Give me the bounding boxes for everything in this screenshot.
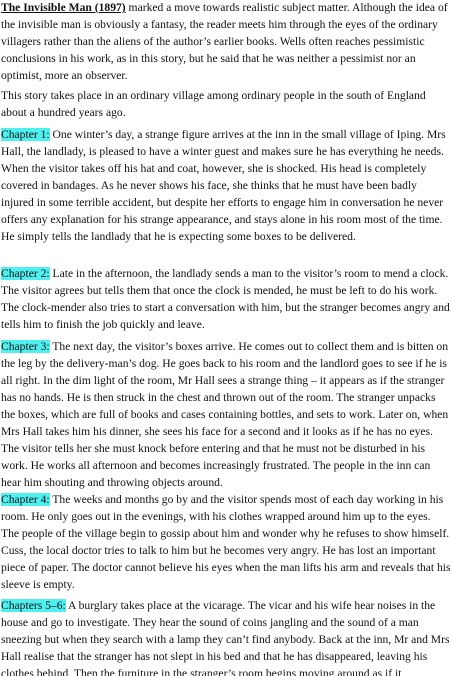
chapter-2-text: Late in the afternoon, the landlady send…	[1, 267, 450, 331]
chapter-3-paragraph: Chapter 3: The next day, the visitor’s b…	[1, 338, 451, 491]
setting-paragraph: This story takes place in an ordinary vi…	[1, 89, 426, 119]
chapter-1-paragraph: Chapter 1: One winter’s day, a strange f…	[1, 126, 451, 245]
intro-text: marked a move towards realistic subject …	[1, 1, 448, 82]
chapter-4-label: Chapter 4:	[1, 493, 50, 506]
chapter-1-text: One winter’s day, a strange figure arriv…	[1, 128, 446, 243]
chapter-5-6-paragraph: Chapters 5–6: A burglary takes place at …	[1, 597, 451, 676]
chapter-3-text: The next day, the visitor’s boxes arrive…	[1, 340, 449, 489]
chapter-5-6-text: A burglary takes place at the vicarage. …	[1, 599, 450, 676]
chapter-4-text: The weeks and months go by and the visit…	[1, 493, 451, 591]
chapter-2-label: Chapter 2:	[1, 267, 50, 280]
chapter-1-label: Chapter 1:	[1, 128, 50, 141]
chapter-4-paragraph: Chapter 4: The weeks and months go by an…	[1, 491, 451, 593]
book-title: The Invisible Man (1897)	[1, 1, 126, 14]
chapter-2-paragraph: Chapter 2: Late in the afternoon, the la…	[1, 265, 451, 333]
intro-paragraph: The Invisible Man (1897) marked a move t…	[1, 0, 451, 84]
chapter-5-6-label: Chapters 5–6:	[1, 599, 66, 612]
chapter-3-label: Chapter 3:	[1, 340, 50, 353]
